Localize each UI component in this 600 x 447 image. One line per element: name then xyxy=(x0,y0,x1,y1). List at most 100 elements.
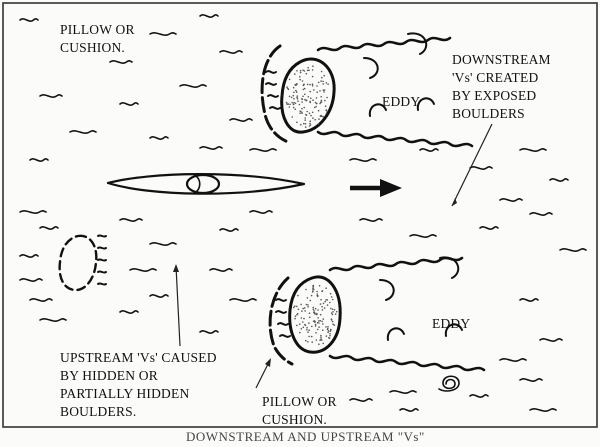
stipple-dot xyxy=(302,321,304,323)
stipple-dot xyxy=(293,101,295,104)
stipple-dot xyxy=(322,116,325,118)
stipple-dot xyxy=(329,330,332,333)
stipple-dot xyxy=(315,105,317,108)
stipple-dot xyxy=(309,90,312,93)
stipple-dot xyxy=(288,106,291,108)
stipple-dot xyxy=(312,306,315,309)
stipple-dot xyxy=(319,101,322,103)
label-upstream-vs-line-1: UPSTREAM 'Vs' CAUSED xyxy=(60,350,217,365)
stipple-dot xyxy=(296,96,298,99)
stipple-dot xyxy=(316,293,319,295)
water-ripple xyxy=(119,218,143,222)
stipple-dot xyxy=(321,290,323,293)
stipple-dot xyxy=(322,302,325,305)
stipple-dot xyxy=(315,102,318,105)
stipple-dot xyxy=(311,83,314,85)
stipple-dot xyxy=(308,112,311,115)
stipple-dot xyxy=(292,106,295,109)
bottom-eddy-curl-1 xyxy=(439,256,460,279)
stipple-dot xyxy=(311,111,314,114)
stipple-dot xyxy=(306,327,308,329)
label-pillow-bottom: PILLOW OR CUSHION. xyxy=(262,394,340,427)
stipple-dot xyxy=(302,69,304,71)
water-ripple xyxy=(149,294,169,298)
hidden-boulder-ripple-4 xyxy=(97,270,107,274)
stipple-dot xyxy=(304,98,306,101)
stipple-dot xyxy=(322,329,324,332)
hidden-boulder-ripple-1 xyxy=(97,234,107,238)
hidden-boulder-ripple-2 xyxy=(97,246,107,250)
label-pillow-top-line-2: CUSHION. xyxy=(60,40,125,55)
top-eddy-curl-4 xyxy=(368,103,387,117)
stipple-dot xyxy=(324,300,327,303)
stipple-dot xyxy=(326,299,329,301)
bottom-eddy-curl-3 xyxy=(444,323,463,337)
stipple-dot xyxy=(305,99,308,102)
stipple-dot xyxy=(310,97,312,100)
stipple-dot xyxy=(296,70,298,72)
stipple-dot xyxy=(317,317,319,319)
diagram-frame xyxy=(2,2,598,428)
stipple-dot xyxy=(299,78,301,81)
stipple-dot xyxy=(293,91,295,94)
bottom-eddy-curl-4 xyxy=(386,327,405,341)
top-pillow-ripple-4 xyxy=(269,106,281,110)
stipple-dot xyxy=(296,98,299,100)
hidden-boulder-ripple-5 xyxy=(97,282,107,286)
stipple-dot xyxy=(330,312,333,314)
stipple-dot xyxy=(304,119,307,121)
stipple-dot xyxy=(320,70,323,73)
stipple-dot xyxy=(317,81,320,84)
stipple-dot xyxy=(320,298,322,301)
water-ripple xyxy=(29,158,49,162)
stipple-dot xyxy=(311,85,314,87)
stipple-dot xyxy=(302,326,305,329)
stipple-dot xyxy=(294,315,297,318)
stipple-dot xyxy=(294,305,296,308)
stipple-dot xyxy=(296,314,298,316)
label-downstream-vs-line-3: BY EXPOSED xyxy=(452,88,536,103)
stipple-dot xyxy=(314,106,316,109)
stipple-dot xyxy=(312,117,314,119)
stipple-dot xyxy=(325,109,328,111)
stipple-dot xyxy=(303,70,306,72)
pointer-downstream-vs xyxy=(451,123,493,207)
stipple-dot xyxy=(307,66,309,69)
stipple-dot xyxy=(330,296,333,298)
stipple-dot xyxy=(316,295,319,298)
stipple-dot xyxy=(294,317,296,320)
water-ripple xyxy=(39,94,63,98)
water-ripple xyxy=(229,118,253,122)
stipple-dot xyxy=(313,312,316,315)
water-ripples xyxy=(19,14,587,412)
hidden-boulder-group xyxy=(58,234,107,292)
stipple-dot xyxy=(309,100,311,103)
stipple-dot xyxy=(296,121,298,124)
stipple-dot xyxy=(307,304,309,306)
stipple-dot xyxy=(321,309,324,311)
stipple-dot xyxy=(293,98,295,100)
stipple-dot xyxy=(332,323,334,326)
water-ripple xyxy=(349,398,373,402)
stipple-dot xyxy=(321,305,323,308)
stipple-dot xyxy=(301,80,304,82)
stipple-dot xyxy=(319,102,321,105)
stipple-dot xyxy=(307,331,309,333)
stipple-dot xyxy=(304,123,307,125)
figure-caption: DOWNSTREAM AND UPSTREAM "Vs" xyxy=(186,429,425,444)
stipple-dot xyxy=(288,95,291,98)
bottom-downstream-v-lower xyxy=(328,354,486,372)
stipple-dot xyxy=(318,118,320,120)
stipple-dot xyxy=(299,76,301,78)
pointer-pillow-bottom-head xyxy=(265,358,271,367)
water-ripple xyxy=(539,338,563,342)
stipple-dot xyxy=(319,115,322,117)
stipple-dot xyxy=(320,334,322,337)
stipple-dot xyxy=(300,123,302,126)
stipple-dot xyxy=(320,96,323,98)
stipple-dot xyxy=(334,313,337,315)
water-ripple xyxy=(469,166,493,170)
water-ripple xyxy=(19,18,39,22)
label-downstream-vs-line-4: BOULDERS xyxy=(452,106,525,121)
bottom-pillow-ripple-4 xyxy=(279,334,291,338)
